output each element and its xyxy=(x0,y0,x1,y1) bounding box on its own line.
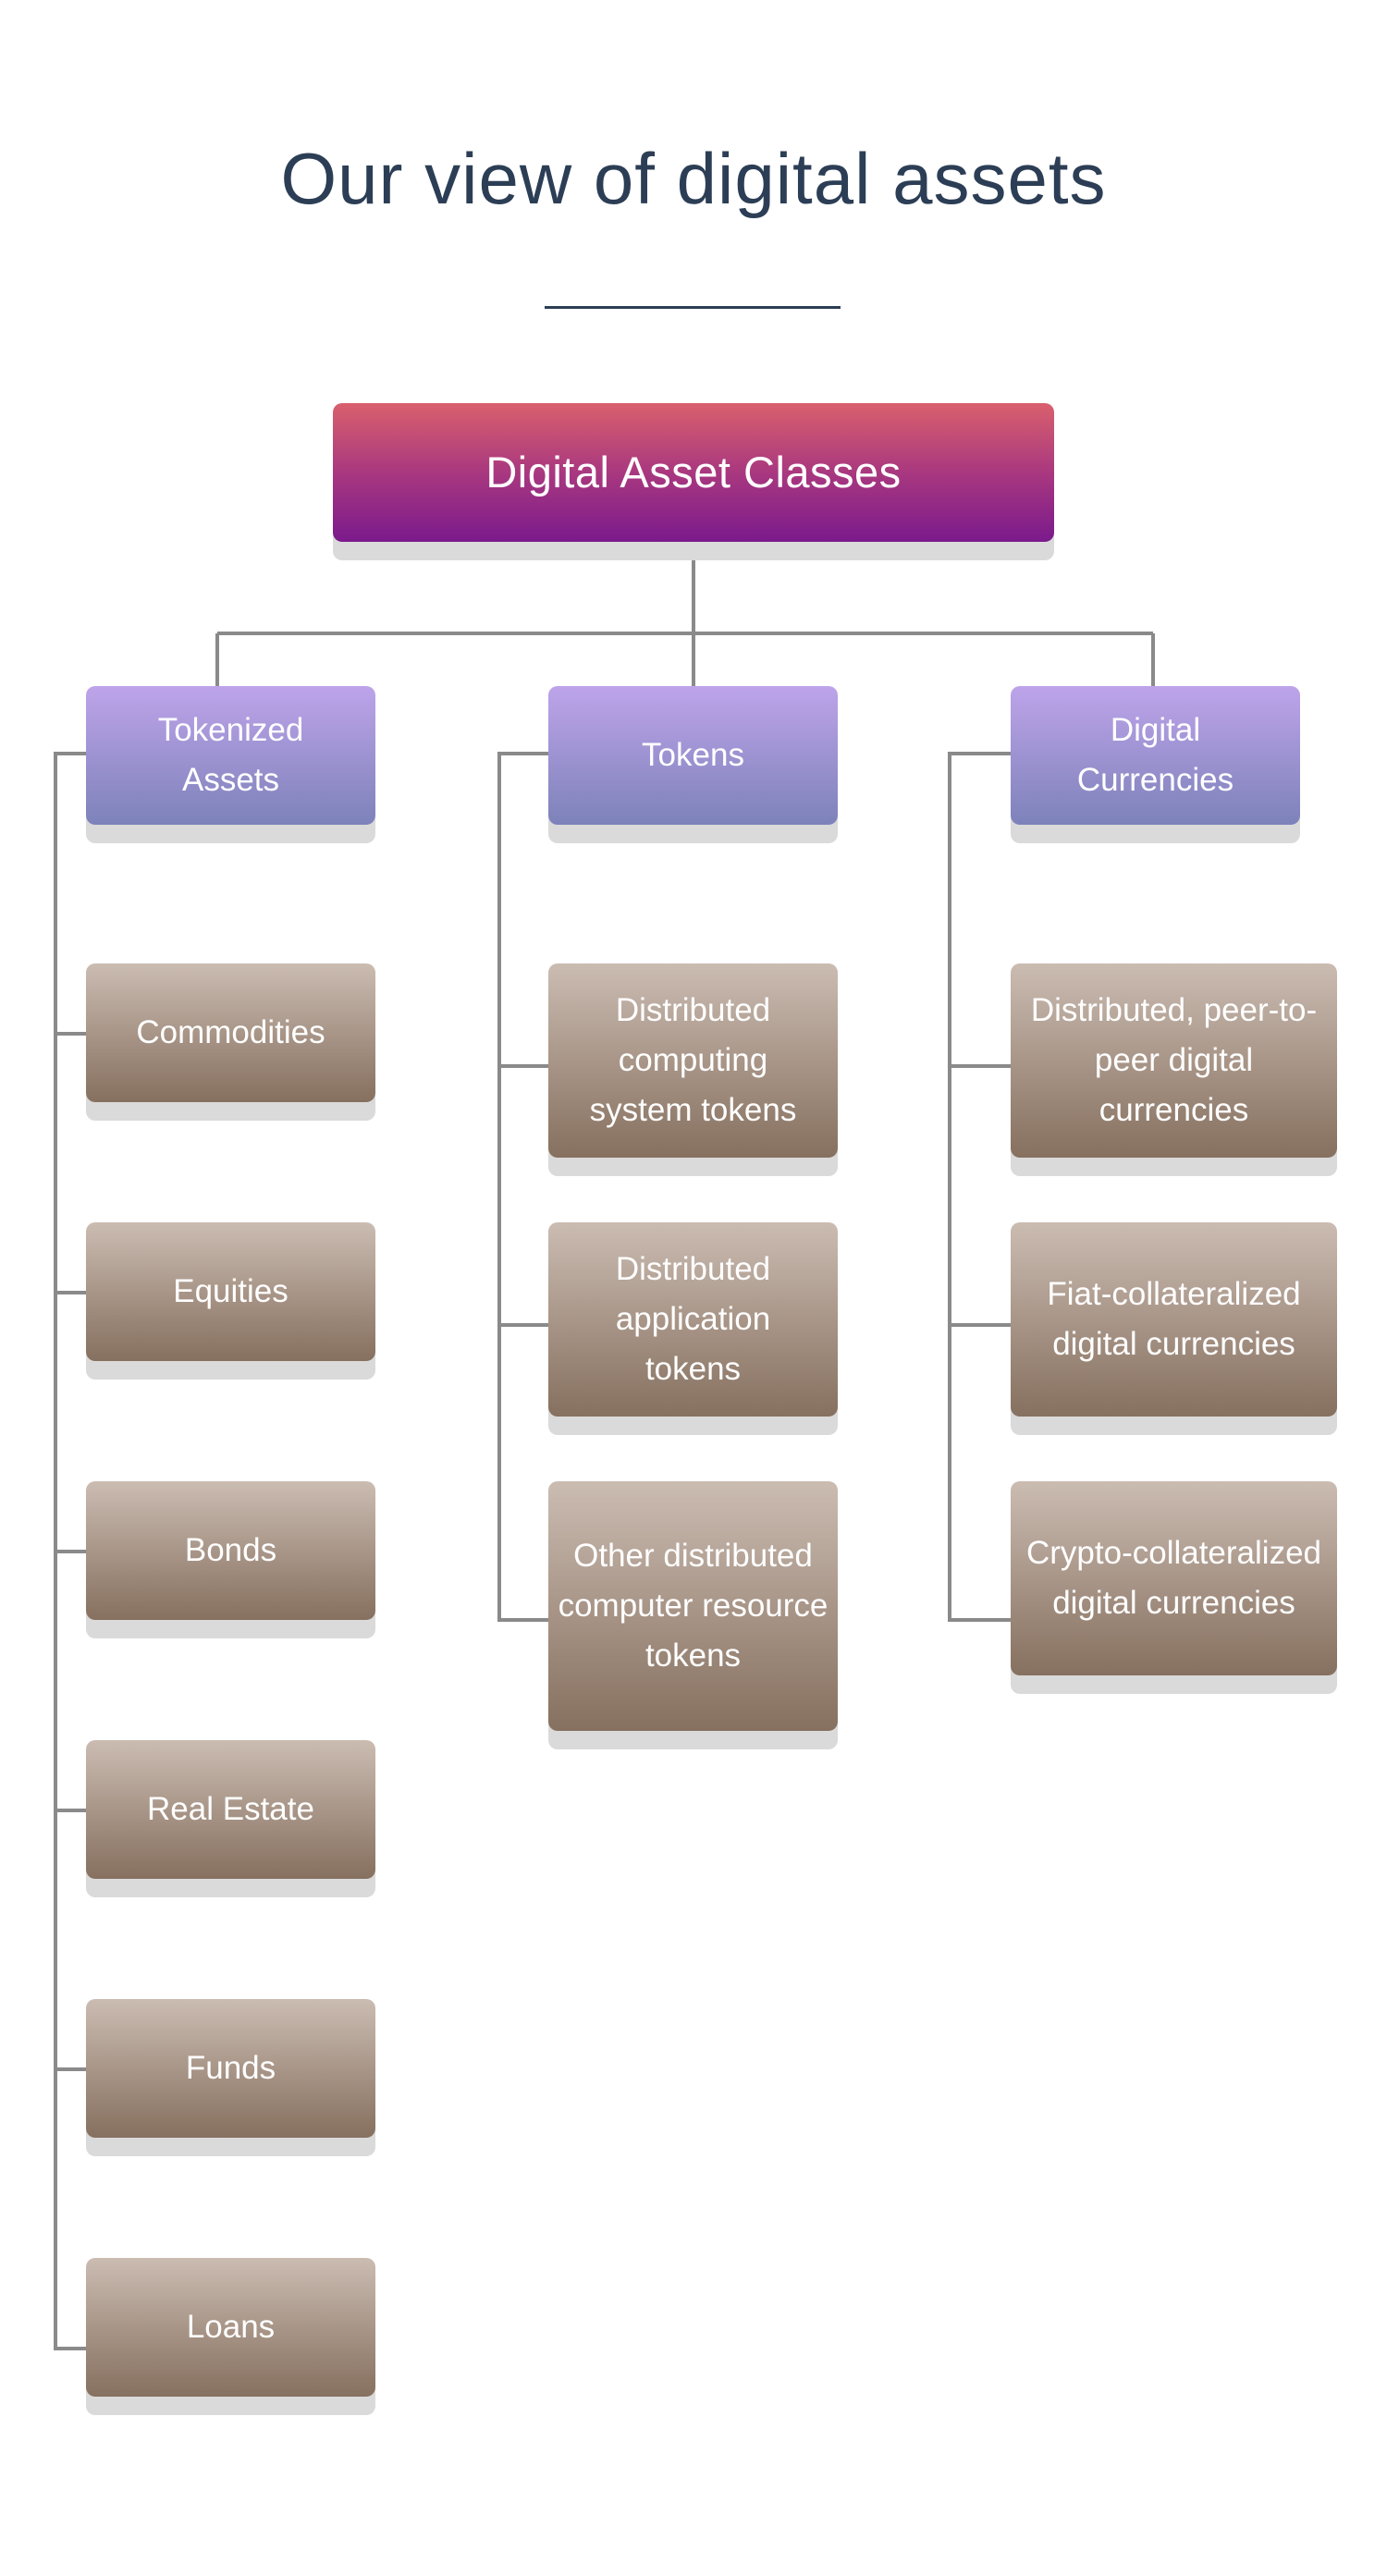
title-divider xyxy=(545,306,841,309)
category-tokenized-assets: Tokenized Assets xyxy=(86,686,375,825)
leaf-fiat-collateralized-digital-currencies: Fiat-collateralized digital currencies xyxy=(1011,1222,1337,1417)
category-tokens: Tokens xyxy=(548,686,838,825)
leaf-funds: Funds xyxy=(86,1999,375,2138)
leaf-commodities: Commodities xyxy=(86,963,375,1102)
category-digital-currencies: Digital Currencies xyxy=(1011,686,1300,825)
connector-cat2-spine xyxy=(497,752,548,1622)
leaf-distributed-application-tokens: Distributed application tokens xyxy=(548,1222,838,1417)
leaf-loans: Loans xyxy=(86,2258,375,2397)
leaf-distributed-computing-system-tokens: Distributed computing system tokens xyxy=(548,963,838,1158)
connector-cat3-spine xyxy=(948,752,1011,1622)
page-title: Our view of digital assets xyxy=(280,138,1107,219)
leaf-crypto-collateralized-digital-currencies: Crypto-collateralized digital currencies xyxy=(1011,1481,1337,1675)
leaf-p2p-digital-currencies: Distributed, peer-to-peer digital curren… xyxy=(1011,963,1337,1158)
leaf-equities: Equities xyxy=(86,1222,375,1361)
leaf-real-estate: Real Estate xyxy=(86,1740,375,1879)
leaf-bonds: Bonds xyxy=(86,1481,375,1620)
root-node-digital-asset-classes: Digital Asset Classes xyxy=(333,403,1054,542)
leaf-other-distributed-computer-resource-tokens: Other distributed computer resource toke… xyxy=(548,1481,838,1731)
